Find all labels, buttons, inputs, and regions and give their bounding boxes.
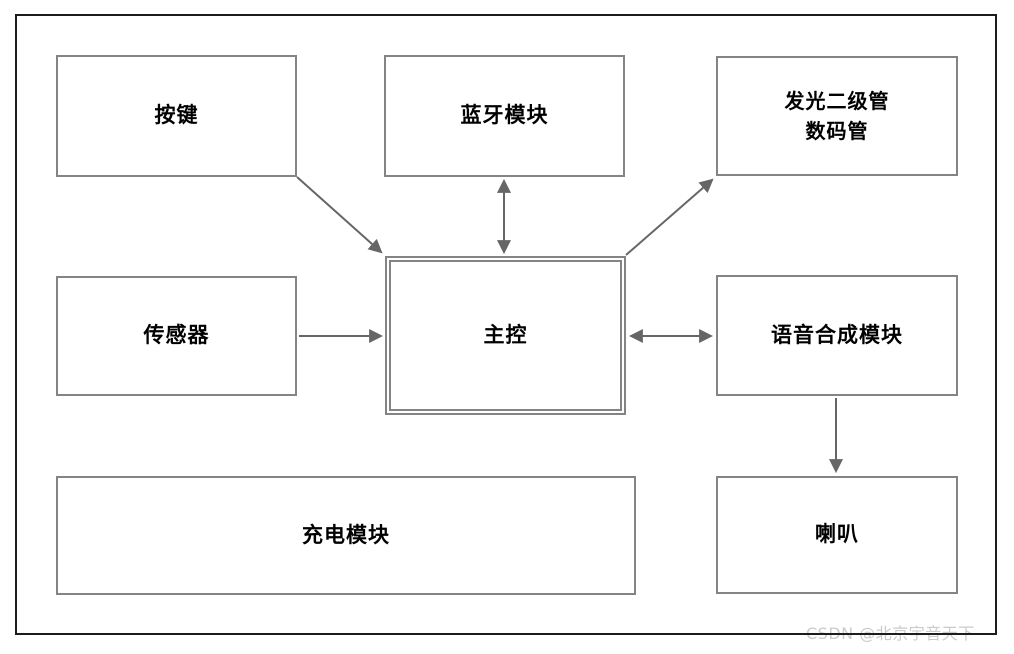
node-speaker: 喇叭	[716, 476, 958, 594]
node-bluetooth-module: 蓝牙模块	[384, 55, 625, 177]
node-keys: 按键	[56, 55, 297, 177]
arrow-mcu-to-led	[625, 178, 714, 256]
node-speech-synthesis-module-label: 语音合成模块	[771, 322, 903, 347]
node-speaker-label: 喇叭	[815, 522, 859, 547]
node-main-controller-label: 主控	[483, 322, 528, 347]
node-main-controller-inner-border: 主控	[389, 260, 622, 411]
arrow-keys-to-mcu	[296, 176, 383, 254]
node-speech-synthesis-module: 语音合成模块	[716, 275, 958, 396]
node-keys-label: 按键	[154, 103, 199, 128]
node-bluetooth-module-label: 蓝牙模块	[460, 103, 549, 128]
csdn-watermark: CSDN @北京宇音天下	[806, 624, 975, 643]
node-main-controller: 主控	[385, 256, 626, 415]
node-led-digit-display-label: 发光二级管 数码管	[784, 89, 890, 143]
node-charging-module-label: 充电模块	[302, 522, 390, 547]
node-sensor-label: 传感器	[143, 323, 210, 348]
node-sensor: 传感器	[56, 276, 297, 396]
node-led-digit-display: 发光二级管 数码管	[716, 56, 958, 176]
node-charging-module: 充电模块	[56, 476, 636, 595]
